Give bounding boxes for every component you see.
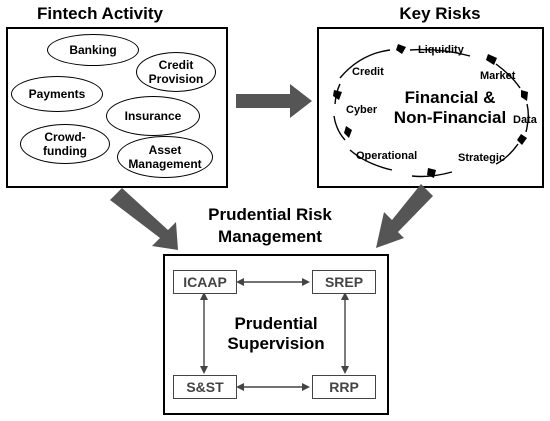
oval-insurance: Insurance (106, 96, 200, 136)
rrp-box: RRP (312, 375, 376, 399)
crowdfunding-label: Crowd-funding (43, 130, 87, 158)
srep-box: SREP (312, 270, 376, 294)
risk-liquidity: Liquidity (418, 44, 464, 56)
risk-strategic: Strategic (458, 152, 506, 164)
oval-banking: Banking (47, 34, 139, 66)
risk-cyber: Cyber (346, 104, 378, 116)
risk-data: Data (513, 114, 537, 126)
risk-cycle-markers (333, 44, 528, 178)
risk-center-label: Financial & Non-Financial (393, 88, 507, 127)
prudential-risk-management-title: Prudential Risk Management (208, 205, 332, 246)
risk-credit: Credit (352, 66, 384, 78)
key-risks-title: Key Risks (399, 4, 481, 23)
asset-management-label: Asset Management (128, 143, 202, 171)
supervision-arrows (200, 278, 349, 391)
sst-box: S&ST (173, 375, 237, 399)
oval-asset-management: Asset Management (117, 136, 213, 178)
supervision-center-label: Prudential Supervision (227, 314, 325, 353)
arrow-risks-to-prudential (376, 184, 433, 248)
risk-operational: Operational (356, 150, 418, 162)
fintech-activity-title: Fintech Activity (37, 4, 163, 23)
risk-market: Market (480, 70, 516, 82)
key-risks-box (317, 27, 544, 188)
icaap-box: ICAAP (173, 270, 237, 294)
credit-provision-label: Credit Provision (148, 58, 204, 86)
icaap-label: ICAAP (183, 274, 227, 290)
oval-payments: Payments (11, 76, 103, 112)
oval-crowdfunding: Crowd-funding (20, 124, 110, 164)
oval-credit-provision: Credit Provision (136, 52, 216, 92)
rrp-label: RRP (329, 379, 359, 395)
arrow-fintech-to-risks (236, 84, 312, 118)
arrow-fintech-to-prudential (110, 188, 178, 250)
banking-label: Banking (69, 43, 117, 57)
payments-label: Payments (28, 87, 86, 101)
srep-label: SREP (324, 274, 364, 290)
sst-label: S&ST (186, 379, 224, 395)
insurance-label: Insurance (124, 109, 182, 123)
